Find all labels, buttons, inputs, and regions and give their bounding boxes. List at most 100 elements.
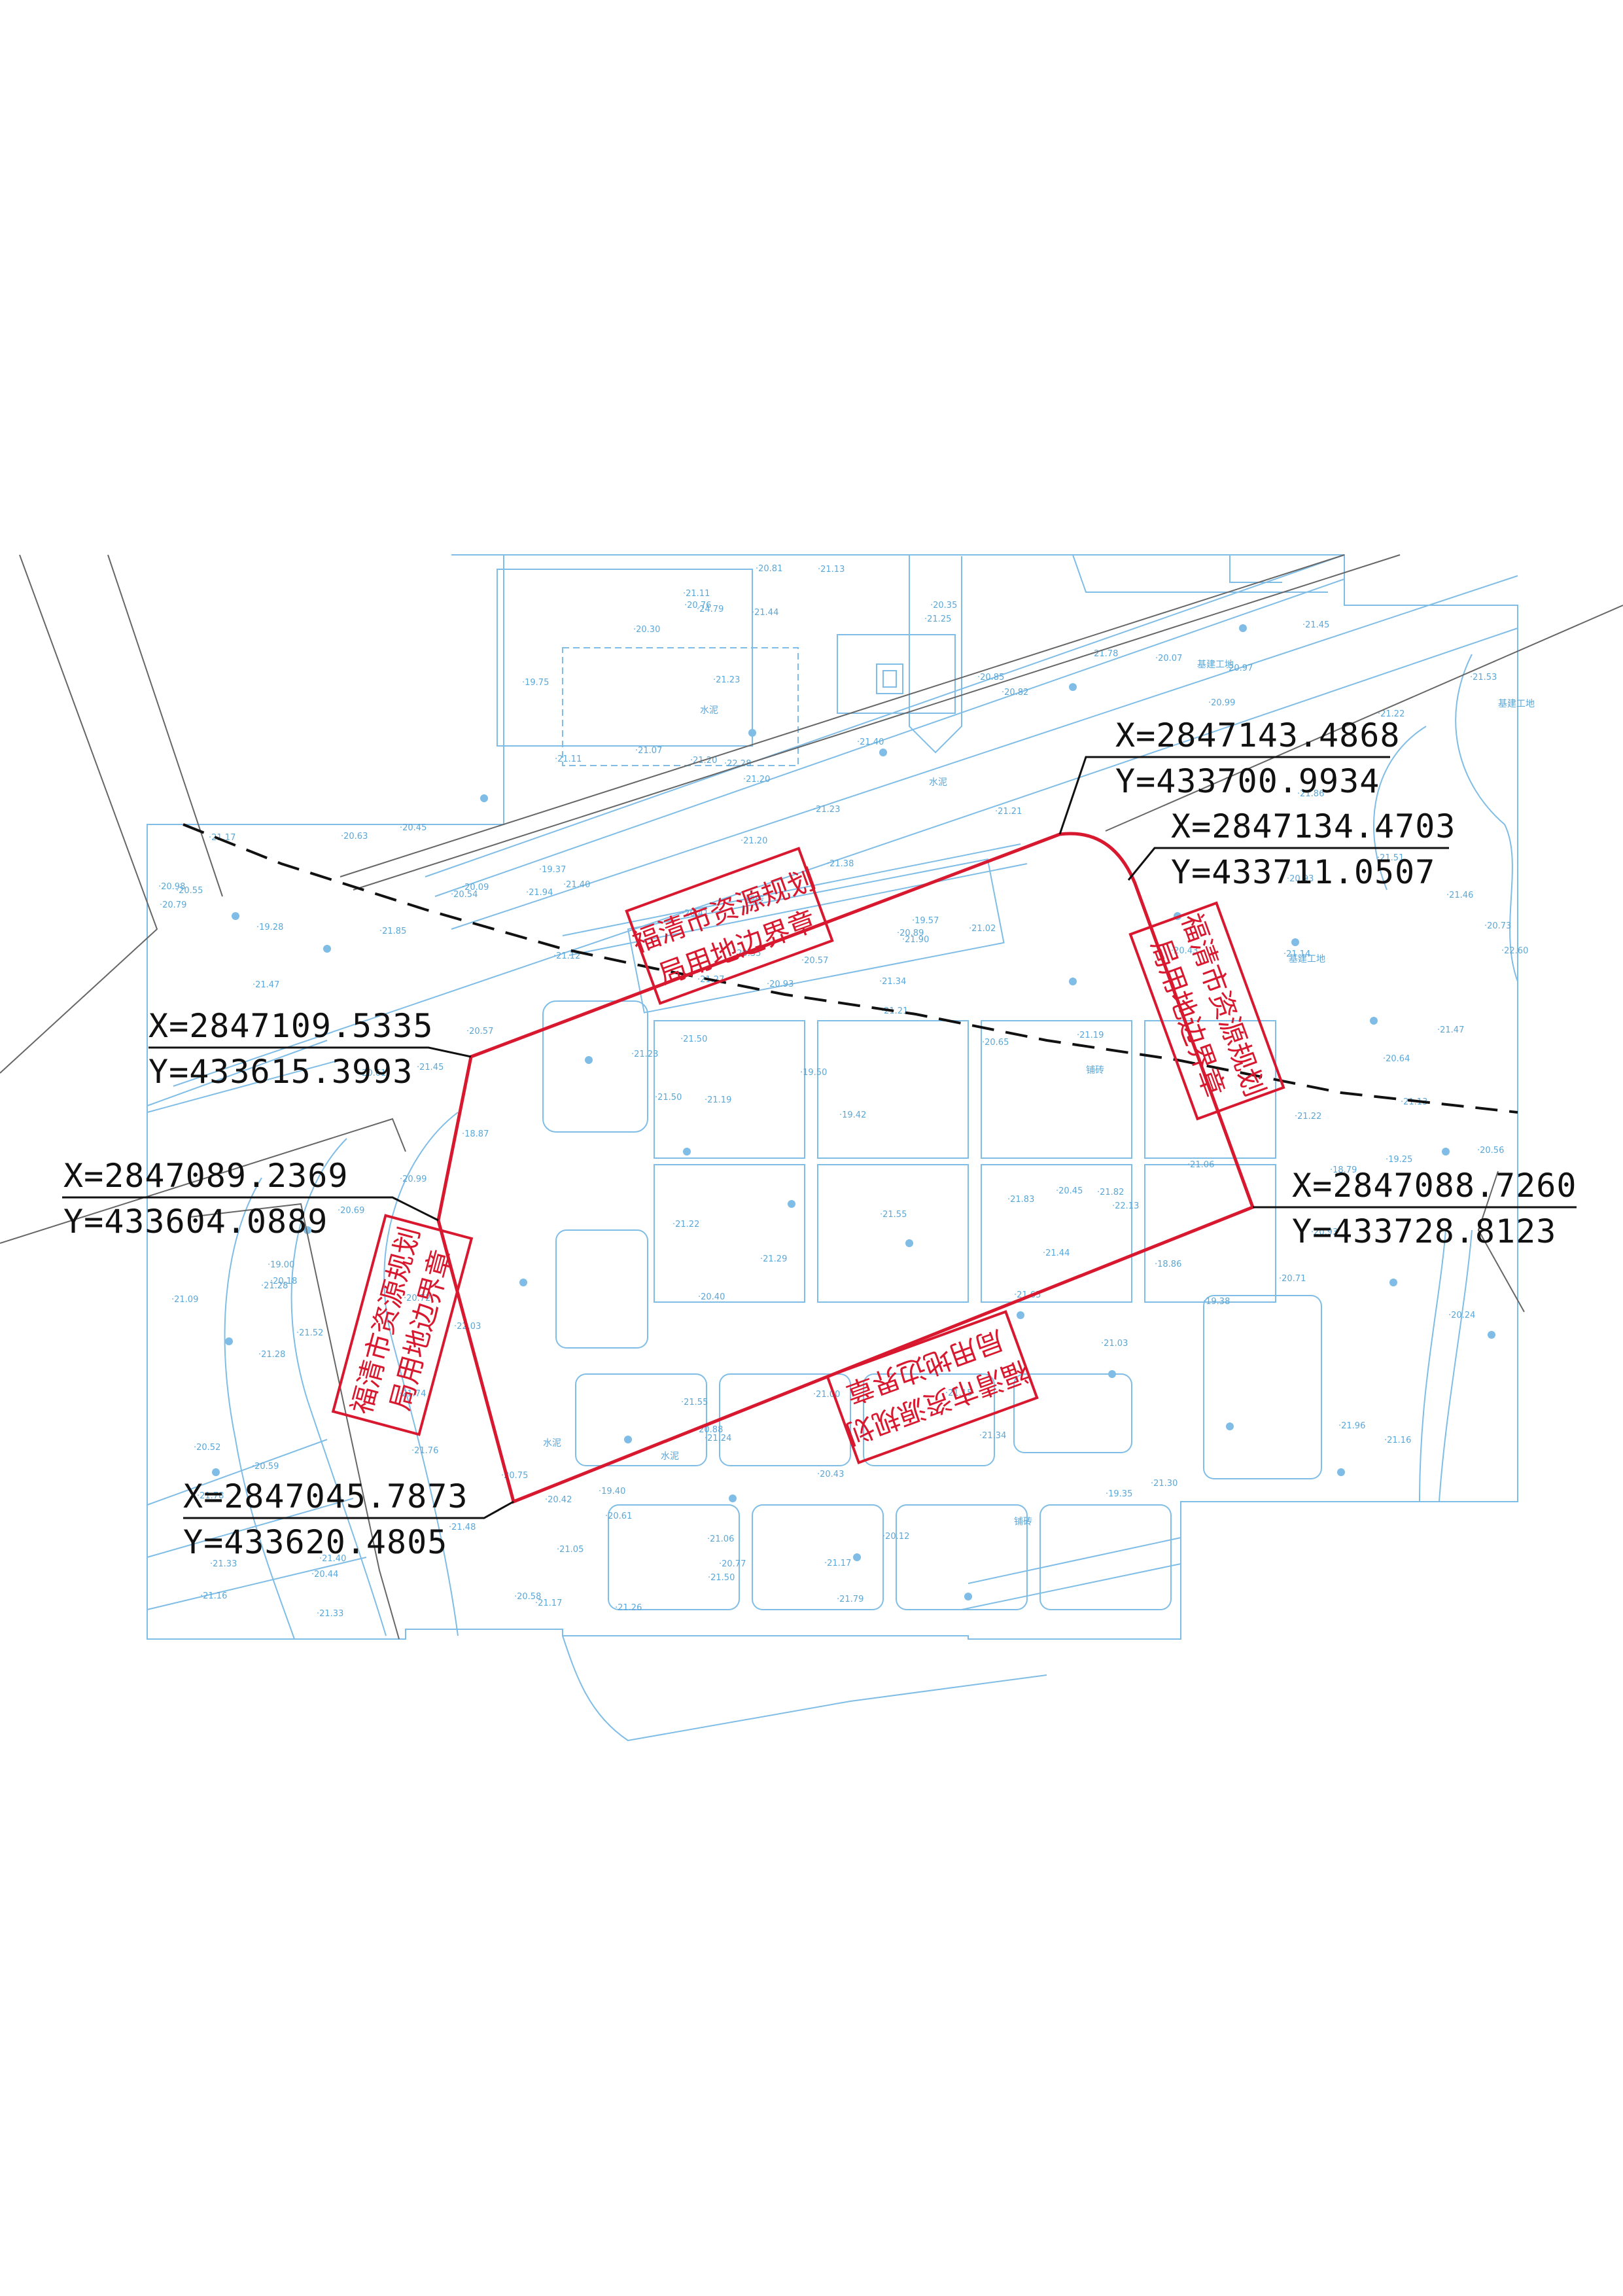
- elevation-label: ·19.28: [256, 923, 283, 932]
- elevation-label: ·21.86: [1297, 789, 1324, 799]
- elevation-label: ·20.55: [176, 886, 203, 896]
- elevation-label: ·20.09: [462, 883, 489, 892]
- elevation-label: ·20.98: [158, 882, 185, 892]
- elevation-label: ·18.87: [462, 1129, 489, 1139]
- elevation-label: ·19.40: [599, 1487, 625, 1496]
- elevation-label: ·21.52: [296, 1328, 323, 1338]
- elevation-label: ·20.79: [160, 900, 186, 910]
- elevation-label: ·21.19: [1077, 1031, 1104, 1040]
- map-label: 铺砖: [746, 895, 764, 906]
- elevation-label: ·21.19: [705, 1095, 731, 1105]
- elevation-points: ·21.47·21.22·21.50·21.21·21.40·21.20·21.…: [158, 564, 1528, 1619]
- elevation-label: ·20.63: [341, 832, 368, 841]
- map-label: 水泥: [929, 777, 947, 788]
- elevation-label: ·20.52: [194, 1443, 220, 1453]
- elevation-label: ·20.18: [270, 1277, 297, 1286]
- elevation-label: ·20.93: [1287, 874, 1314, 884]
- elevation-label: ·21.40: [857, 737, 884, 747]
- elevation-label: ·21.47: [253, 980, 279, 990]
- elevation-label: ·19.00: [268, 1260, 294, 1270]
- elevation-label: ·21.38: [827, 859, 854, 869]
- elevation-label: ·21.17: [535, 1598, 562, 1608]
- elevation-label: ·20.71: [1279, 1274, 1306, 1284]
- elevation-label: ·20.93: [767, 980, 794, 989]
- elevation-label: ·20.44: [311, 1570, 338, 1580]
- elevation-label: ·20.12: [882, 1532, 909, 1542]
- elevation-label: ·21.05: [557, 1545, 584, 1555]
- elevation-label: ·20.99: [400, 1174, 427, 1184]
- elevation-label: ·20.85: [977, 673, 1004, 682]
- elevation-label: ·20.24: [1448, 1311, 1475, 1320]
- elevation-label: ·21.23: [813, 805, 840, 815]
- elevation-label: ·20.65: [982, 1038, 1009, 1048]
- elevation-label: ·21.25: [924, 614, 951, 624]
- elevation-label: ·21.29: [760, 1254, 787, 1264]
- elevation-label: ·21.34: [979, 1431, 1006, 1441]
- elevation-label: ·21.22: [672, 1220, 699, 1229]
- elevation-label: ·21.74: [399, 1389, 426, 1399]
- elevation-label: ·21.78: [1091, 649, 1118, 659]
- elevation-label: ·21.50: [680, 1034, 707, 1044]
- land-boundary: [436, 832, 1255, 1504]
- elevation-label: ·21.14: [1283, 949, 1310, 959]
- elevation-label: ·21.22: [1378, 709, 1405, 719]
- elevation-label: ·21.03: [1101, 1339, 1128, 1349]
- elevation-label: ·21.21: [995, 807, 1022, 817]
- elevation-label: ·22.28: [724, 759, 751, 769]
- elevation-label: ·19.75: [522, 678, 549, 688]
- map-label: 水泥: [700, 705, 718, 716]
- elevation-label: ·21.90: [902, 935, 929, 945]
- elevation-label: ·20.61: [359, 1069, 386, 1078]
- elevation-label: ·19.35: [1106, 1489, 1132, 1499]
- elevation-label: ·21.16: [1384, 1436, 1411, 1445]
- elevation-label: ·20.82: [1002, 688, 1028, 698]
- elevation-label: ·21.34: [879, 977, 906, 987]
- elevation-label: ·20.76: [684, 601, 711, 610]
- elevation-label: ·21.76: [411, 1446, 438, 1456]
- elevation-label: ·21.44: [752, 608, 778, 618]
- elevation-label: ·21.28: [261, 1281, 288, 1291]
- elevation-label: ·21.45: [417, 1063, 444, 1072]
- elevation-label: ·20.89: [897, 928, 924, 938]
- elevation-label: ·20.45: [400, 823, 427, 833]
- elevation-label: ·19.25: [1386, 1155, 1412, 1165]
- elevation-label: ·20.64: [1383, 1054, 1410, 1064]
- elevation-label: ·18.79: [1330, 1165, 1357, 1175]
- elevation-label: ·20.43: [1171, 946, 1198, 956]
- elevation-label: ·21.02: [969, 924, 996, 934]
- elevation-label: ·20.93: [1311, 1227, 1338, 1237]
- elevation-label: ·19.50: [800, 1068, 827, 1078]
- elevation-label: ·21.33: [210, 1559, 237, 1569]
- elevation-label: ·21.33: [317, 1609, 343, 1619]
- coord-y-label: Y=433604.0889: [63, 1203, 328, 1241]
- dashed-line: [183, 823, 1518, 1114]
- coord-x-label: X=2847045.7873: [183, 1477, 468, 1515]
- elevation-label: ·20.81: [756, 564, 782, 574]
- elevation-label: ·20.30: [633, 625, 660, 635]
- elevation-label: ·20.58: [514, 1592, 541, 1602]
- elevation-label: ·21.28: [258, 1350, 285, 1360]
- elevation-label: ·24.79: [697, 605, 724, 614]
- map-label: 基建工地: [1197, 659, 1234, 670]
- coord-x-label: X=2847143.4868: [1115, 716, 1400, 754]
- elevation-label: ·21.96: [1338, 1421, 1365, 1431]
- map-label: 水泥: [543, 1438, 561, 1449]
- elevation-label: ·20.57: [801, 956, 828, 966]
- elevation-label: ·21.11: [683, 589, 710, 599]
- map-label: 水泥: [661, 1451, 679, 1462]
- elevation-label: ·21.50: [655, 1093, 682, 1103]
- elevation-label: ·21.40: [319, 1554, 346, 1564]
- elevation-label: ·20.72: [404, 1294, 430, 1303]
- elevation-label: ·19.37: [539, 865, 566, 875]
- elevation-label: ·21.53: [1470, 673, 1497, 682]
- elevation-label: ·19.57: [912, 916, 939, 926]
- background-text-labels: 水泥 铺砖 水泥 铺砖 基建工地 基建工地 基建工地 水泥 水泥 铺砖: [543, 659, 1535, 1527]
- elevation-label: ·22.60: [1501, 946, 1528, 956]
- elevation-label: ·21.17: [824, 1559, 851, 1568]
- elevation-label: ·21.50: [708, 1573, 735, 1583]
- elevation-label: ·21.55: [880, 1210, 907, 1220]
- elevation-label: ·21.23: [713, 675, 740, 685]
- elevation-label: ·21.13: [818, 565, 845, 574]
- coord-y-label: Y=433615.3993: [148, 1053, 413, 1091]
- elevation-label: ·21.15: [945, 1388, 972, 1398]
